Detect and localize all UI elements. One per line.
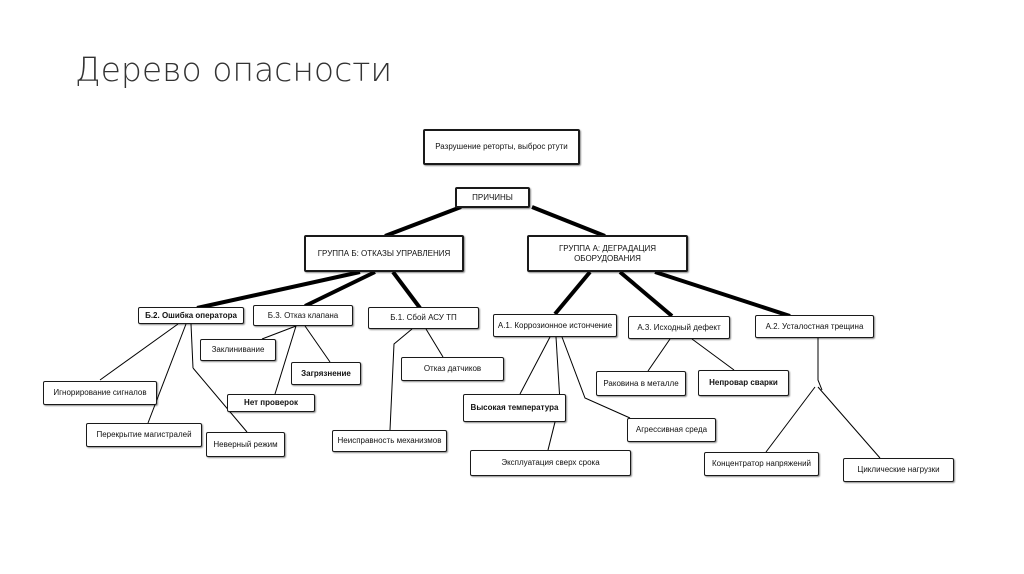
b1-sensor-failure-node: Отказ датчиков <box>401 357 504 381</box>
edge-group-b-b1 <box>391 270 422 310</box>
edge-group-a-a3 <box>618 270 674 318</box>
b1-mechanism-fault-node: Неисправность механизмов <box>332 430 447 452</box>
a3-metal-cavity-node: Раковина в металле <box>596 371 686 396</box>
edge-b2-mode <box>190 323 194 369</box>
edge-group-b-b2 <box>196 270 361 310</box>
a3-lack-of-fusion-node: Непровар сварки <box>698 370 789 396</box>
edge-a2-conc <box>765 386 816 453</box>
b3-no-checks-node: Нет проверок <box>227 394 315 412</box>
group-a-node: ГРУППА А: ДЕГРАДАЦИЯ ОБОРУДОВАНИЯ <box>527 235 688 272</box>
a1-node: А.1. Коррозионное истончение <box>493 314 617 337</box>
edge-group-a-a2 <box>654 270 791 318</box>
b2-wrong-mode-node: Неверный режим <box>206 432 285 457</box>
a2-stress-concentrator-node: Концентратор напряжений <box>704 452 819 476</box>
edge-b2-mode-b <box>192 367 248 433</box>
b2-ignore-signals-node: Игнорирование сигналов <box>43 381 157 405</box>
root-event-node: Разрушение реторты, выброс ртути <box>423 129 580 165</box>
edge-a1-aggr <box>561 336 631 419</box>
edge-a3-fusion <box>691 338 735 371</box>
b2-node: Б.2. Ошибка оператора <box>138 307 244 324</box>
edge-b1-mech <box>389 328 413 431</box>
slide-title: Дерево опасности <box>75 50 393 89</box>
b3-jamming-node: Заклинивание <box>200 339 276 361</box>
edge-a2-split <box>817 338 823 391</box>
b3-contamination-node: Загрязнение <box>291 362 361 385</box>
a3-node: А.3. Исходный дефект <box>628 316 730 339</box>
edge-b3-nochk <box>274 325 297 395</box>
a2-cyclic-loads-node: Циклические нагрузки <box>843 458 954 482</box>
edge-a3-cavity <box>647 338 671 372</box>
b2-lines-blocked-node: Перекрытие магистралей <box>86 423 202 447</box>
edge-a2-cyc <box>817 386 881 459</box>
edge-a1-exploit <box>555 336 561 403</box>
edge-causes-group-b <box>384 205 462 238</box>
causes-node: ПРИЧИНЫ <box>455 187 530 208</box>
a1-aggressive-env-node: Агрессивная среда <box>627 418 716 442</box>
edge-b1-sensor <box>425 328 444 358</box>
edge-group-b-b3 <box>304 270 376 308</box>
a1-overdue-operation-node: Эксплуатация сверх срока <box>470 450 631 476</box>
a2-node: А.2. Усталостная трещина <box>755 315 874 338</box>
group-b-node: ГРУППА Б: ОТКАЗЫ УПРАВЛЕНИЯ <box>304 235 464 272</box>
edge-b2-ignore <box>99 323 179 381</box>
a1-high-temperature-node: Высокая температура <box>463 394 566 422</box>
edge-group-a-a1 <box>553 270 592 316</box>
edge-causes-group-a <box>531 205 606 238</box>
edge-b2-lines <box>147 323 187 424</box>
b1-node: Б.1. Сбой АСУ ТП <box>368 307 479 329</box>
b3-node: Б.3. Отказ клапана <box>253 305 353 326</box>
edge-a1-temp <box>519 336 551 395</box>
edge-b3-contam <box>304 325 331 363</box>
edge-b3-jam <box>261 325 297 340</box>
